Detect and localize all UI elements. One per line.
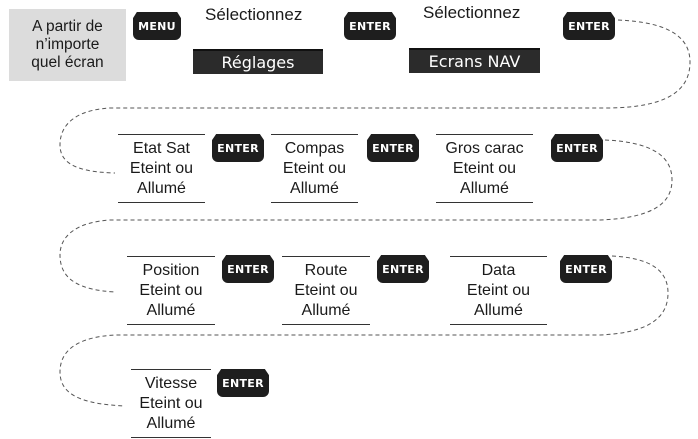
start-line-3: quel écran [31,54,104,71]
option-compas: Compas Eteint ou Allumé [271,134,358,203]
option-name: Position [142,262,200,279]
option-name: Gros carac [445,140,524,157]
option-state: Eteint ou [139,395,203,412]
option-name: Vitesse [144,375,198,392]
start-line-2: n’importe [35,36,100,53]
option-state: Allumé [137,180,186,197]
option-state: Allumé [474,302,523,319]
option-route: Route Eteint ou Allumé [282,256,370,325]
enter-key-9[interactable]: ENTER [217,369,269,397]
enter-key-3[interactable]: ENTER [212,134,264,162]
enter-key-4[interactable]: ENTER [367,134,419,162]
start-line-1: A partir de [32,18,103,35]
option-state: Allumé [460,180,509,197]
option-name: Route [304,262,348,279]
step-select-1: Sélectionnez [205,5,303,24]
option-state: Eteint ou [452,160,517,177]
screen-ecrans-nav: Ecrans NAV [409,48,540,73]
option-state: Eteint ou [129,160,194,177]
option-etat-sat: Etat Sat Eteint ou Allumé [118,134,205,203]
option-state: Allumé [290,180,339,197]
option-vitesse: Vitesse Eteint ou Allumé [131,369,211,438]
option-gros-carac: Gros carac Eteint ou Allumé [436,134,533,203]
option-state: Allumé [146,302,196,319]
enter-key-8[interactable]: ENTER [560,255,612,283]
enter-key-2[interactable]: ENTER [563,12,615,40]
menu-key[interactable]: MENU [133,12,181,40]
option-state: Eteint ou [139,282,203,299]
enter-key-5[interactable]: ENTER [551,134,603,162]
enter-key-1[interactable]: ENTER [344,12,396,40]
screen-reglages: Réglages [193,49,323,74]
option-state: Eteint ou [282,160,347,177]
option-state: Allumé [301,302,351,319]
option-data: Data Eteint ou Allumé [450,256,547,325]
enter-key-6[interactable]: ENTER [222,255,274,283]
enter-key-7[interactable]: ENTER [377,255,429,283]
option-state: Allumé [146,415,196,432]
start-box: A partir de n’importe quel écran [9,9,126,81]
option-name: Compas [284,140,345,157]
option-state: Eteint ou [294,282,358,299]
option-state: Eteint ou [466,282,531,299]
option-position: Position Eteint ou Allumé [127,256,215,325]
option-name: Data [481,262,516,279]
option-name: Etat Sat [133,140,190,157]
step-select-2: Sélectionnez [423,3,521,22]
